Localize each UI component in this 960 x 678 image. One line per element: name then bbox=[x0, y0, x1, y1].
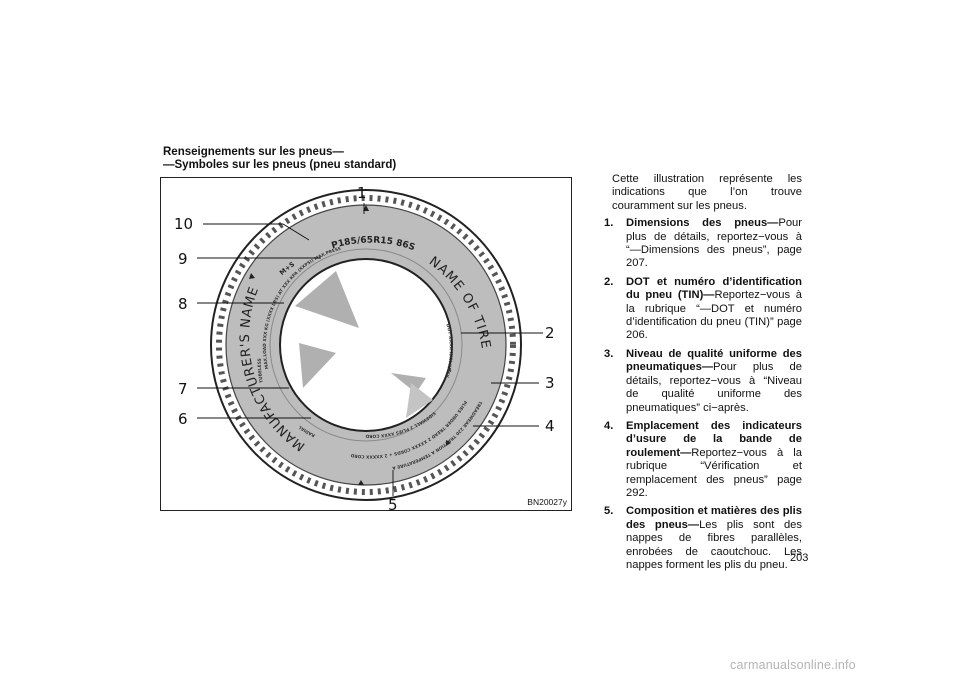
figure-code: BN20027y bbox=[527, 497, 567, 507]
item-lead: Dimensions des pneus— bbox=[626, 217, 779, 230]
item-number: 2. bbox=[604, 275, 614, 288]
callout-6: 6 bbox=[178, 410, 188, 428]
item-lead: Niveau de qualité uniforme des pneumatiq… bbox=[626, 347, 802, 374]
rim-shadow-1 bbox=[295, 271, 359, 328]
callout-2: 2 bbox=[545, 324, 555, 342]
callout-numbers: 1 2 3 4 5 6 7 8 9 10 bbox=[174, 184, 555, 510]
callout-3: 3 bbox=[545, 374, 555, 392]
rim-shadow-4 bbox=[406, 383, 433, 418]
section-header: Renseignements sur les pneus— —Symboles … bbox=[163, 146, 396, 172]
tire-drawing: P185/65R15 86S M+S MAX.LOAD XXX KG (XXXX… bbox=[174, 184, 555, 510]
item-number: 4. bbox=[604, 419, 614, 432]
callout-1: 1 bbox=[357, 184, 367, 202]
page-number: 203 bbox=[790, 552, 809, 564]
tire-illustration: P185/65R15 86S M+S MAX.LOAD XXX KG (XXXX… bbox=[160, 177, 572, 511]
callout-9: 9 bbox=[178, 250, 188, 268]
intro-paragraph: Cette illustration représente les indica… bbox=[612, 173, 802, 212]
item-body: Reportez−vous à la rubrique “Vérificatio… bbox=[626, 446, 802, 499]
item-lead: Composition et matières des plis des pne… bbox=[626, 505, 802, 531]
item-body: Pour plus de détails, reportez−vous à “N… bbox=[626, 361, 802, 414]
item-lead: Emplacement des indicateurs d’usure de l… bbox=[626, 419, 802, 459]
callout-leaders bbox=[197, 203, 543, 496]
item-lead: DOT et numéro d’identification du pneu (… bbox=[626, 275, 802, 302]
tread-wear-indicators bbox=[249, 205, 451, 485]
sidewall-inner-ring bbox=[269, 248, 463, 442]
watermark: carmanualsonline.info bbox=[730, 658, 856, 672]
item-number: 1. bbox=[604, 217, 614, 230]
list-item: 4. Emplacement des indicateurs d’usure de… bbox=[604, 419, 802, 500]
dot-label: DOT XXXX XXX XXXX bbox=[443, 323, 454, 379]
callout-4: 4 bbox=[545, 417, 555, 435]
callout-5: 5 bbox=[388, 496, 398, 510]
list-item: 1. Dimensions des pneus—Pour plus de déta… bbox=[604, 217, 802, 271]
tubeless-label: TUBELESS bbox=[257, 358, 265, 383]
item-body: Reportez−vous à la rubrique “—DOT et num… bbox=[626, 289, 802, 342]
tread-pattern bbox=[216, 195, 516, 495]
callout-8: 8 bbox=[178, 295, 188, 313]
callout-10: 10 bbox=[174, 215, 193, 233]
item-body: Les plis sont des nappes de fibres paral… bbox=[626, 518, 802, 571]
section-subtitle: —Symboles sur les pneus (pneu standard) bbox=[163, 159, 397, 171]
list-item: 3. Niveau de qualité uniforme des pneumat… bbox=[604, 347, 802, 415]
section-title: Renseignements sur les pneus— bbox=[163, 146, 344, 158]
list-item: 2. DOT et numéro d’identification du pneu… bbox=[604, 275, 802, 343]
callout-7: 7 bbox=[178, 380, 188, 398]
plies-under-label: 4 bbox=[448, 368, 452, 374]
rim-shadow-2 bbox=[299, 343, 336, 388]
item-number: 5. bbox=[604, 505, 614, 518]
item-body: Pour plus de détails, reportez−vous à “—… bbox=[626, 217, 802, 270]
item-number: 3. bbox=[604, 347, 614, 360]
text-column: Cette illustration représente les indica… bbox=[604, 173, 802, 577]
list-item: 5. Composition et matières des plis des p… bbox=[604, 505, 802, 572]
